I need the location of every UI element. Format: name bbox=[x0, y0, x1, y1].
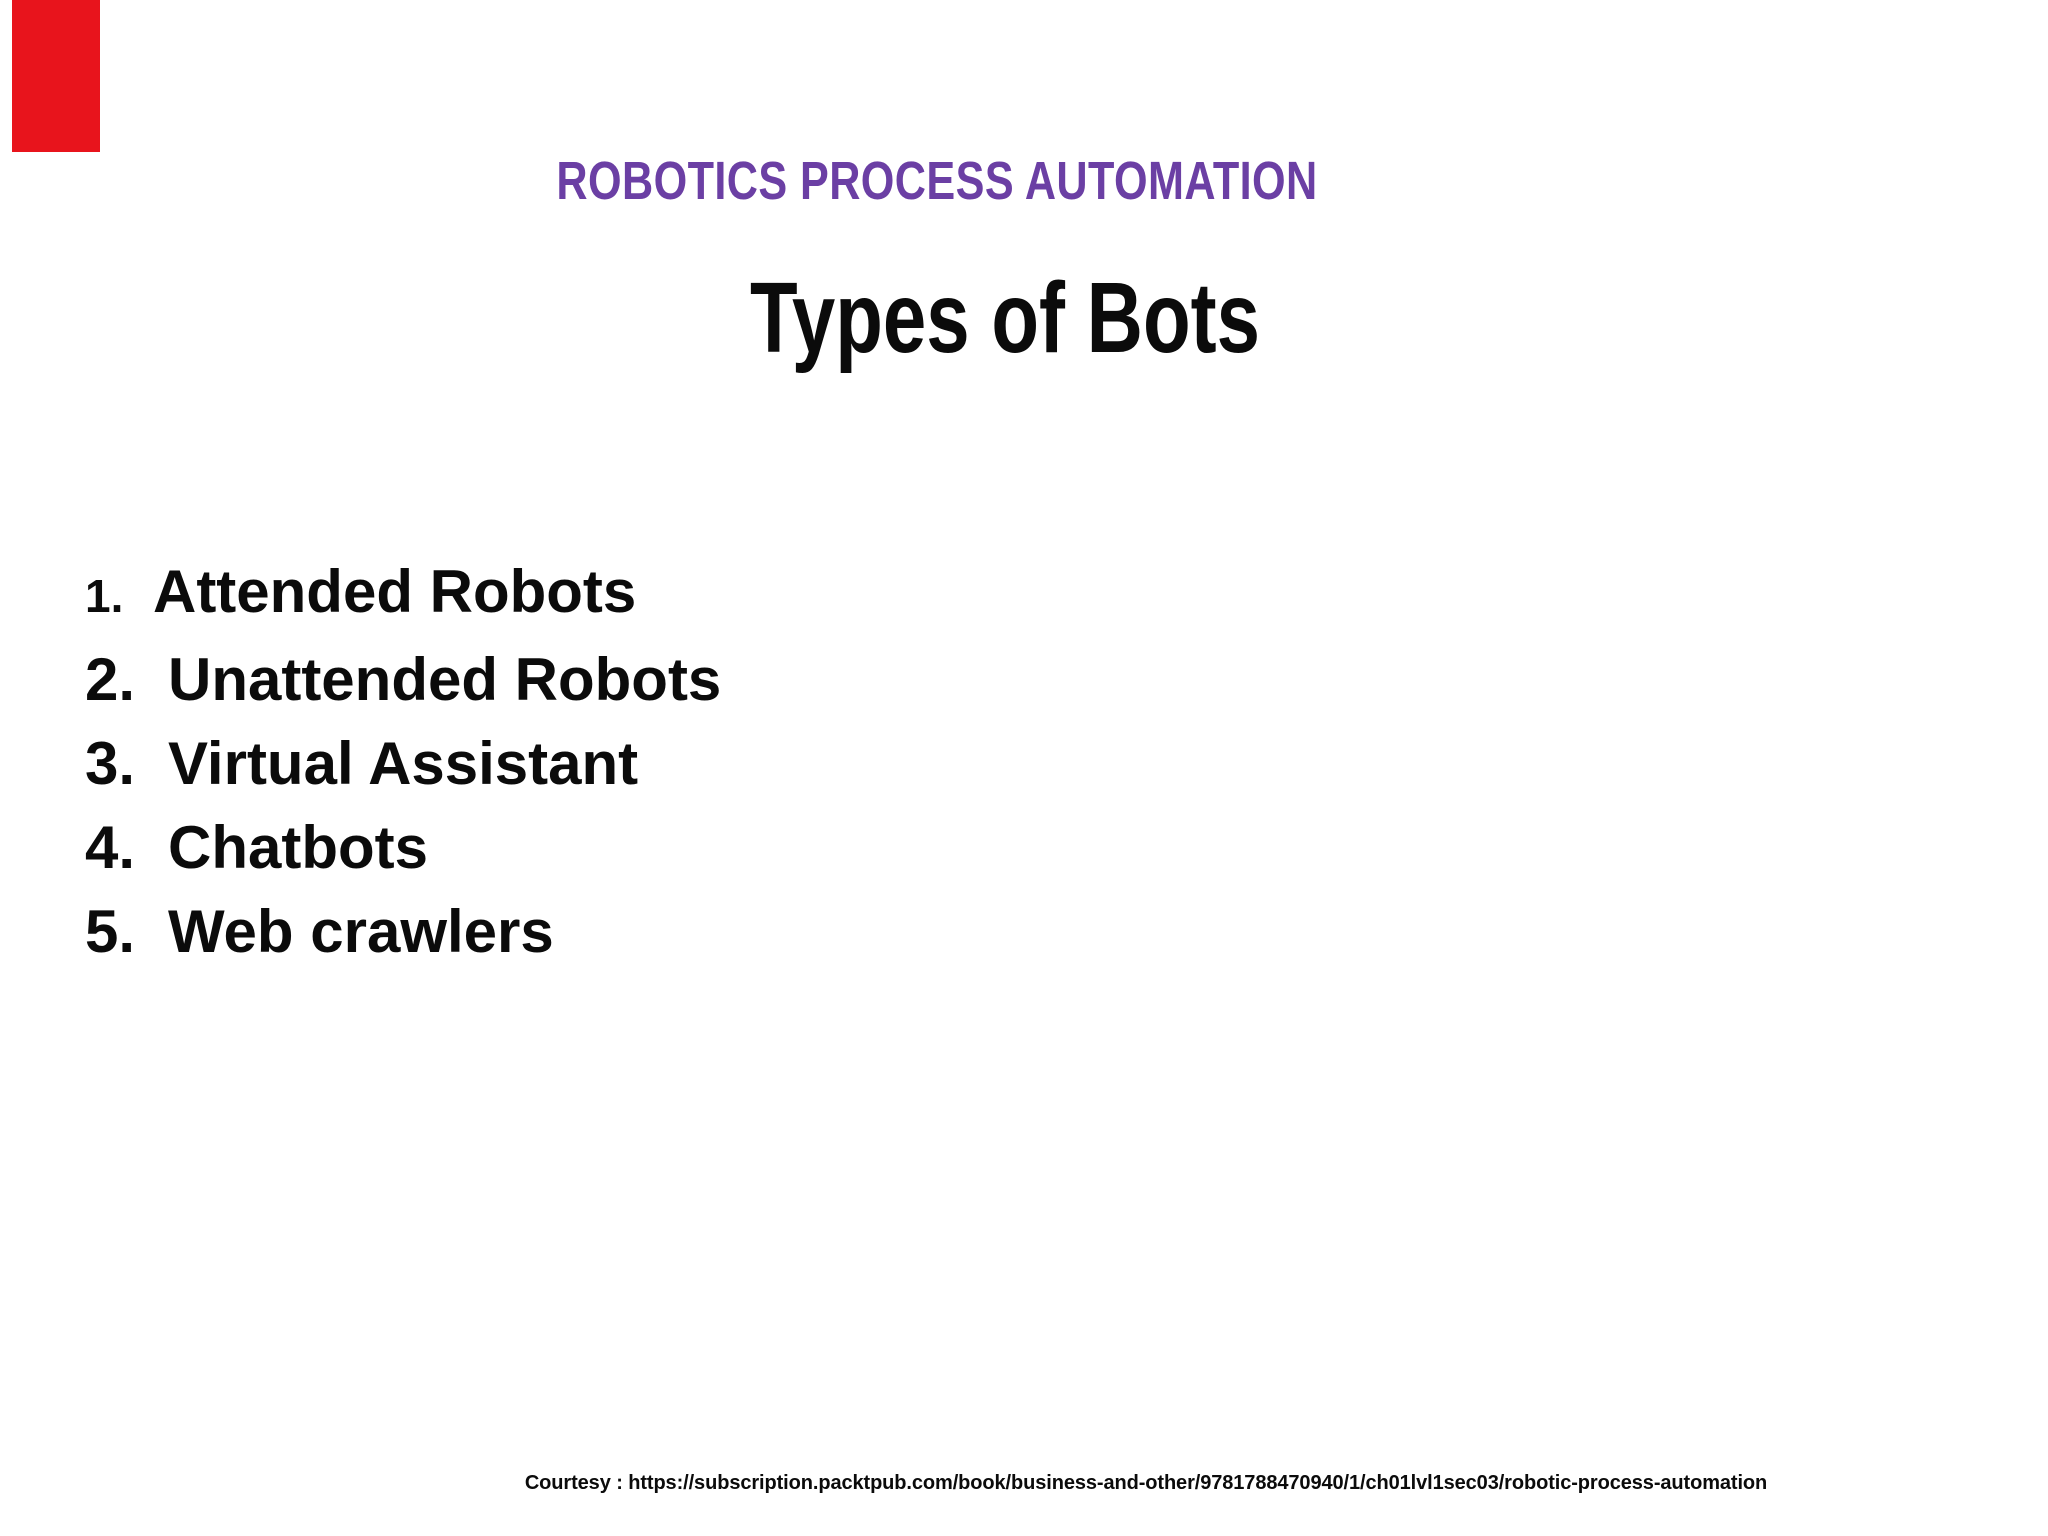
list-item-number: 1. bbox=[85, 570, 124, 622]
bot-type-list: 1. Attended Robots 2. Unattended Robots … bbox=[85, 550, 721, 974]
list-item: 5. Web crawlers bbox=[85, 890, 721, 974]
slide-title: Types of Bots bbox=[750, 262, 1260, 374]
list-item: 4. Chatbots bbox=[85, 806, 721, 890]
list-item-number: 3. bbox=[85, 730, 136, 797]
list-item-label: Web crawlers bbox=[168, 898, 554, 965]
list-item-label: Chatbots bbox=[168, 814, 428, 881]
list-item-label: Unattended Robots bbox=[168, 646, 722, 713]
list-item-number: 5. bbox=[85, 898, 136, 965]
list-item: 3. Virtual Assistant bbox=[85, 722, 721, 806]
list-item: 1. Attended Robots bbox=[85, 550, 721, 638]
list-item: 2. Unattended Robots bbox=[85, 638, 721, 722]
list-item-number: 4. bbox=[85, 814, 136, 881]
corner-accent-shape bbox=[12, 0, 100, 152]
list-item-label: Attended Robots bbox=[153, 558, 637, 625]
list-item-number: 2. bbox=[85, 646, 136, 713]
list-item-label: Virtual Assistant bbox=[168, 730, 639, 797]
courtesy-footer: Courtesy : https://subscription.packtpub… bbox=[524, 1472, 1768, 1494]
slide-kicker: ROBOTICS PROCESS AUTOMATION bbox=[556, 151, 1318, 211]
